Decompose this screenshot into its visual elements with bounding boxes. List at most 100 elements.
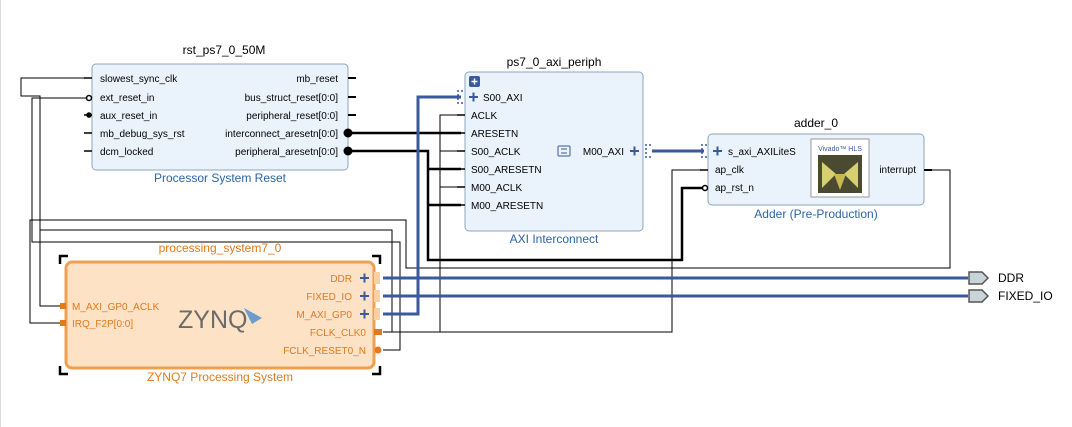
rst-block-subtitle: Processor System Reset <box>154 171 287 185</box>
zynq-plus-icon-fixed-io <box>360 291 369 301</box>
port-m00-aclk[interactable]: M00_ACLK <box>471 183 522 194</box>
axi-input-ports: S00_AXI ACLK ARESETN S00_ACLK S00_ARESET… <box>471 93 543 212</box>
port-ext-reset-in[interactable]: ext_reset_in <box>100 93 154 104</box>
external-port-ddr-label: DDR <box>998 271 1024 285</box>
rst-block-title: rst_ps7_0_50M <box>183 43 266 57</box>
port-m-axi-gp0-aclk[interactable]: M_AXI_GP0_ACLK <box>72 302 160 313</box>
port-m00-aresetn[interactable]: M00_ARESETN <box>471 201 543 212</box>
port-s00-axi[interactable]: S00_AXI <box>483 93 522 104</box>
zynq-selection-corners <box>58 254 382 376</box>
axi-block-title: ps7_0_axi_periph <box>507 55 602 69</box>
pin-m-axi-gp0-aclk[interactable] <box>60 303 66 309</box>
axi-plus-icon-m00[interactable] <box>630 146 639 156</box>
port-aresetn[interactable]: ARESETN <box>471 129 518 140</box>
external-port-fixed-io[interactable]: FIXED_IO <box>968 289 1053 303</box>
zynq-input-pins <box>60 303 66 326</box>
axi-m00-bus-pin[interactable] <box>645 144 651 158</box>
zynq-logo-mark <box>244 308 262 324</box>
wire-clk-to-slowest-sync[interactable] <box>20 77 92 230</box>
axi-block-subtitle: AXI Interconnect <box>510 232 599 246</box>
vivado-hls-logo: Vivado™ HLS <box>810 138 870 198</box>
adder-plus-icon[interactable] <box>713 146 722 156</box>
pin-fixed-io[interactable] <box>374 290 380 302</box>
wire-clk-to-adder-apclk[interactable] <box>440 169 705 333</box>
port-mb-reset[interactable]: mb_reset <box>296 74 338 85</box>
zynq-output-ports: DDR FIXED_IO M_AXI_GP0 FCLK_CLK0 FCLK_RE… <box>283 274 366 357</box>
port-m00-axi[interactable]: M00_AXI <box>583 147 624 158</box>
rst-output-pins <box>343 77 356 156</box>
wire-peripheral-aresetn[interactable] <box>352 149 705 262</box>
rst-input-pins <box>84 77 93 152</box>
port-ap-rst-n[interactable]: ap_rst_n <box>715 183 754 194</box>
port-bus-struct-reset[interactable]: bus_struct_reset[0:0] <box>245 93 339 104</box>
port-ap-clk[interactable]: ap_clk <box>715 165 745 176</box>
zynq-output-pins <box>374 272 382 354</box>
pin-m-axi-gp0[interactable] <box>374 308 380 320</box>
port-aclk[interactable]: ACLK <box>471 111 497 122</box>
pin-aux-reset-dot <box>86 112 92 118</box>
wire-interrupt[interactable] <box>29 169 951 324</box>
pin-ddr[interactable] <box>374 272 380 284</box>
block-zynq[interactable]: processing_system7_0 ZYNQ7 Processing Sy… <box>58 241 382 384</box>
zynq-block-title: processing_system7_0 <box>159 241 282 255</box>
adder-input-pins <box>700 169 709 192</box>
zynq-plus-icon-ddr <box>360 273 369 283</box>
pin-irq-f2p[interactable] <box>60 320 66 326</box>
zynq-logo-text: ZYNQ <box>178 306 247 334</box>
port-fclk-clk0[interactable]: FCLK_CLK0 <box>310 328 367 339</box>
rst-output-ports: mb_reset bus_struct_reset[0:0] periphera… <box>225 74 338 158</box>
external-port-fixed-io-label: FIXED_IO <box>998 289 1053 303</box>
port-interconnect-aresetn[interactable]: interconnect_aresetn[0:0] <box>225 129 338 140</box>
zynq-block-subtitle: ZYNQ7 Processing System <box>147 370 293 384</box>
port-fixed-io[interactable]: FIXED_IO <box>306 292 352 303</box>
bus-m-axi-gp0[interactable] <box>383 95 461 316</box>
pin-fclk-reset0-n[interactable] <box>374 346 382 354</box>
external-port-ddr-shape[interactable] <box>968 271 990 285</box>
adder-s-axi-bus-pin[interactable] <box>701 144 707 158</box>
axi-input-pins <box>457 114 465 206</box>
adder-block-title: adder_0 <box>794 116 838 130</box>
canvas-left-border <box>0 0 1 427</box>
port-interrupt[interactable]: interrupt <box>879 165 916 176</box>
axi-interconnect-icon <box>557 145 571 157</box>
axi-collapse-button[interactable] <box>469 76 480 87</box>
bus-wires <box>383 95 968 316</box>
block-axi-interconnect[interactable]: ps7_0_axi_periph AXI Interconnect S00_AX… <box>457 55 651 246</box>
port-slowest-sync-clk[interactable]: slowest_sync_clk <box>100 74 178 85</box>
reset-wires <box>352 131 705 262</box>
pin-fclk-clk0[interactable] <box>374 329 382 335</box>
zynq-logo: ZYNQ <box>178 306 262 334</box>
block-adder[interactable]: adder_0 Adder (Pre-Production) s_axi_AXI… <box>700 116 932 221</box>
port-irq-f2p[interactable]: IRQ_F2P[0:0] <box>72 319 133 330</box>
external-port-ddr[interactable]: DDR <box>968 271 1024 285</box>
port-mb-debug-sys-rst[interactable]: mb_debug_sys_rst <box>100 129 185 140</box>
vivado-hls-logo-text: Vivado™ HLS <box>818 146 862 153</box>
port-fclk-reset0-n[interactable]: FCLK_RESET0_N <box>283 346 366 357</box>
axi-plus-icon-s00[interactable] <box>469 92 478 102</box>
wire-clk-to-axi[interactable] <box>392 114 461 333</box>
port-dcm-locked[interactable]: dcm_locked <box>100 147 153 158</box>
zynq-plus-icon-m-axi-gp0 <box>360 309 369 319</box>
rst-input-ports: slowest_sync_clk ext_reset_in aux_reset_… <box>100 74 185 158</box>
port-ddr[interactable]: DDR <box>330 274 352 285</box>
zynq-plus-icons[interactable] <box>360 273 369 319</box>
port-s00-aresetn[interactable]: S00_ARESETN <box>471 165 542 176</box>
port-aux-reset-in[interactable]: aux_reset_in <box>100 111 157 122</box>
port-s00-aclk[interactable]: S00_ACLK <box>471 147 521 158</box>
wire-fclk-clk0[interactable] <box>39 229 393 333</box>
port-peripheral-aresetn[interactable]: peripheral_aresetn[0:0] <box>235 147 338 158</box>
axi-s00-bus-pin[interactable] <box>457 90 463 104</box>
pin-peripheral-aresetn[interactable] <box>343 146 353 156</box>
port-peripheral-reset[interactable]: peripheral_reset[0:0] <box>246 111 338 122</box>
pin-ap-rst-n[interactable] <box>701 184 709 192</box>
wire-fclk-reset0n[interactable] <box>31 97 401 351</box>
port-s-axi-axilites[interactable]: s_axi_AXILiteS <box>728 147 796 158</box>
port-m-axi-gp0[interactable]: M_AXI_GP0 <box>296 310 352 321</box>
pin-interconnect-aresetn[interactable] <box>343 128 353 138</box>
adder-block-subtitle: Adder (Pre-Production) <box>754 207 877 221</box>
rst-block-body[interactable] <box>91 63 349 171</box>
pin-ext-reset-in[interactable] <box>85 94 93 102</box>
block-rst-ps7[interactable]: rst_ps7_0_50M Processor System Reset slo… <box>84 43 356 185</box>
external-port-fixed-io-shape[interactable] <box>968 289 990 303</box>
